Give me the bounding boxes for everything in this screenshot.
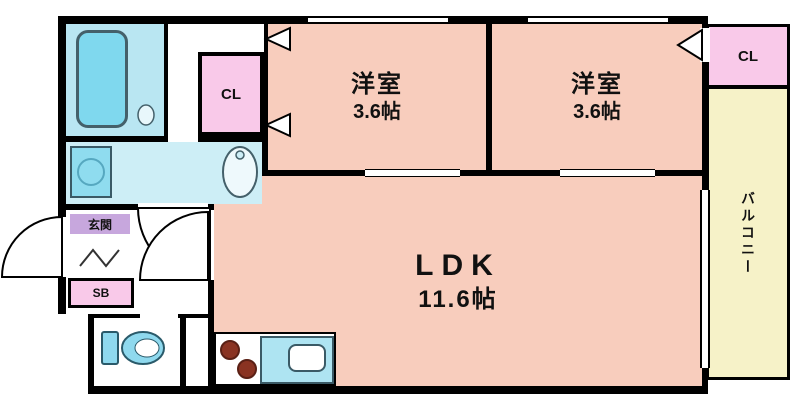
building-notch bbox=[0, 314, 88, 405]
entrance-label-badge: 玄関 bbox=[70, 214, 130, 234]
balcony: バルコニー bbox=[706, 86, 790, 380]
sliding-door-room2 bbox=[560, 169, 655, 177]
shoe-box: SB bbox=[68, 278, 134, 308]
shoe-box-label: SB bbox=[92, 286, 110, 300]
entrance-label: 玄関 bbox=[87, 217, 112, 232]
toilet-door-gap bbox=[140, 313, 178, 319]
sliding-door-room1 bbox=[365, 169, 460, 177]
corridor-hall-door-gap bbox=[138, 203, 208, 211]
closet-right: CL bbox=[706, 24, 790, 88]
toilet-corridor bbox=[186, 318, 208, 386]
kitchen-sink-icon bbox=[288, 344, 326, 372]
window-balcony bbox=[700, 190, 710, 368]
western-room-1: 洋室 3.6帖 bbox=[268, 24, 486, 170]
closet-right-door-gap bbox=[700, 28, 710, 62]
western-room-2: 洋室 3.6帖 bbox=[492, 24, 702, 170]
washing-machine-icon bbox=[70, 146, 112, 198]
western-room-2-name: 洋室 bbox=[571, 70, 623, 98]
balcony-label: バルコニー bbox=[740, 190, 756, 276]
ldk-size: 11.6帖 bbox=[418, 285, 498, 313]
bathroom-door-gap bbox=[168, 136, 198, 142]
window-room1 bbox=[308, 16, 448, 24]
western-room-2-size: 3.6帖 bbox=[573, 100, 621, 123]
window-room2 bbox=[528, 16, 668, 24]
front-door-gap bbox=[58, 217, 66, 277]
western-room-1-name: 洋室 bbox=[351, 70, 403, 98]
closet-left: CL bbox=[198, 52, 264, 136]
closet-left-label: CL bbox=[221, 85, 241, 103]
bathtub-icon bbox=[76, 30, 128, 128]
western-room-1-size: 3.6帖 bbox=[353, 100, 401, 123]
closet-left-upper-area bbox=[198, 24, 264, 52]
ldk-name: LDK bbox=[415, 249, 501, 283]
front-door-arc-icon bbox=[0, 215, 63, 278]
bathroom-doorway-area bbox=[168, 24, 198, 136]
toilet-room bbox=[94, 318, 180, 386]
hall-ldk-door-gap bbox=[208, 210, 214, 280]
closet-right-label: CL bbox=[738, 47, 758, 65]
